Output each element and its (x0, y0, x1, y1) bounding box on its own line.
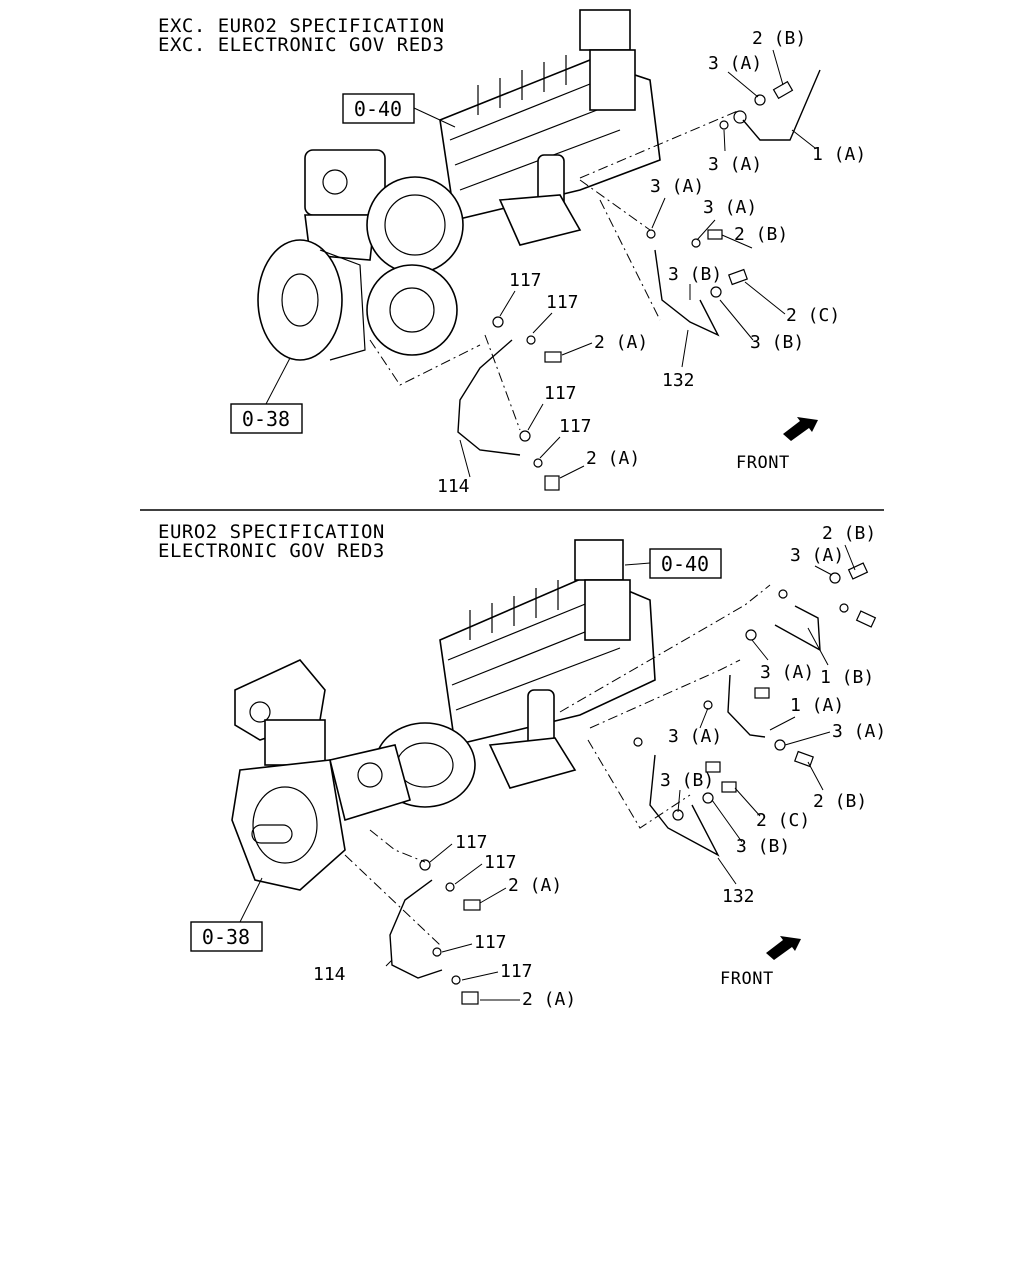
callout-label: 3 (B) (660, 770, 714, 791)
callout-label: 2 (B) (813, 791, 867, 812)
callout-label: 3 (A) (832, 721, 886, 742)
top-header-line2: EXC. ELECTRONIC GOV RED3 (158, 34, 445, 56)
bottom-pipe-1a (727, 674, 766, 738)
callout-label: 2 (B) (734, 224, 788, 245)
top-guide-line (369, 339, 481, 386)
top-callouts: 2 (B) 3 (A) 3 (A) 1 (A) 3 (A) 3 (A) 2 (B… (437, 28, 866, 497)
callout-label: 2 (B) (752, 28, 806, 49)
bottom-guide-line (589, 659, 741, 729)
bottom-pipe-1b (774, 605, 821, 652)
bottom-pipe-114 (389, 879, 443, 979)
top-injection-pump-drawing (439, 9, 661, 246)
callout-label: 3 (B) (750, 332, 804, 353)
bottom-panel: EURO2 SPECIFICATION ELECTRONIC GOV RED3 (158, 521, 886, 1010)
callout-label: 3 (A) (650, 176, 704, 197)
callout-label: 132 (722, 886, 755, 907)
bottom-callouts: 2 (B) 3 (A) 3 (A) 1 (B) 1 (A) 3 (A) 3 (A… (313, 523, 886, 1010)
callout-label: 1 (A) (790, 695, 844, 716)
callout-label: 117 (455, 832, 488, 853)
callout-label: 3 (A) (760, 662, 814, 683)
bottom-guide-line (559, 584, 771, 713)
callout-label: 117 (544, 383, 577, 404)
bottom-injection-pump-drawing (439, 539, 656, 789)
top-guide-line (579, 179, 661, 321)
callout-label: 2 (B) (822, 523, 876, 544)
top-header-line1: EXC. EURO2 SPECIFICATION (158, 15, 445, 37)
callout-label: 2 (A) (508, 875, 562, 896)
bottom-ref-box-0-38 (190, 921, 263, 952)
callout-label: 117 (509, 270, 542, 291)
top-ref-box-0-38-label: 0-38 (242, 407, 290, 431)
bottom-guide-line (587, 739, 691, 829)
top-ref-box-0-40-label: 0-40 (354, 97, 402, 121)
callout-label: 2 (C) (786, 305, 840, 326)
callout-label: 2 (C) (756, 810, 810, 831)
bottom-header-line1: EURO2 SPECIFICATION (158, 521, 385, 543)
bottom-flange-drawing (231, 759, 346, 891)
top-front-arrow-icon (783, 417, 818, 441)
callout-label: 3 (A) (790, 545, 844, 566)
top-guide-line (579, 109, 741, 179)
bottom-fasteners (419, 562, 877, 1005)
top-fasteners (492, 80, 794, 491)
callout-label: 117 (559, 416, 592, 437)
callout-label: 3 (A) (703, 197, 757, 218)
callout-label: 117 (500, 961, 533, 982)
bottom-ref-box-0-40 (649, 548, 722, 579)
top-ref-box-0-40 (342, 93, 415, 124)
callout-label: 2 (A) (586, 448, 640, 469)
bottom-guide-line (344, 829, 441, 946)
bottom-front-label: FRONT (720, 969, 774, 989)
callout-label: 3 (A) (668, 726, 722, 747)
bottom-leader-lines (385, 544, 856, 1001)
top-front-label: FRONT (736, 453, 790, 473)
callout-label: 3 (A) (708, 53, 762, 74)
bottom-front-arrow-icon (766, 936, 801, 960)
top-leader-lines (459, 49, 816, 479)
callout-label: 3 (B) (736, 836, 790, 857)
bottom-pipe-132 (649, 754, 720, 857)
callout-label: 117 (546, 292, 579, 313)
callout-label: 2 (A) (522, 989, 576, 1010)
callout-label: 1 (B) (820, 667, 874, 688)
bottom-ref-box-0-38-label: 0-38 (202, 925, 250, 949)
callout-label: 1 (A) (812, 144, 866, 165)
callout-label: 132 (662, 370, 695, 391)
callout-label: 2 (A) (594, 332, 648, 353)
top-pipe-114 (457, 339, 521, 456)
callout-label: 114 (313, 964, 346, 985)
callout-label: 117 (484, 852, 517, 873)
bottom-header-line2: ELECTRONIC GOV RED3 (158, 540, 385, 562)
callout-label: 117 (474, 932, 507, 953)
callout-label: 3 (B) (668, 264, 722, 285)
top-pipe-132 (654, 249, 720, 337)
bottom-compressor-drawing (234, 659, 476, 822)
bottom-ref-box-0-40-label: 0-40 (661, 552, 709, 576)
top-flange-drawing (257, 239, 366, 361)
top-guide-line (484, 334, 521, 431)
callout-label: 114 (437, 476, 470, 497)
top-panel: EXC. EURO2 SPECIFICATION EXC. ELECTRONIC… (158, 9, 866, 497)
callout-label: 3 (A) (708, 154, 762, 175)
top-pipe-1a (742, 69, 821, 141)
